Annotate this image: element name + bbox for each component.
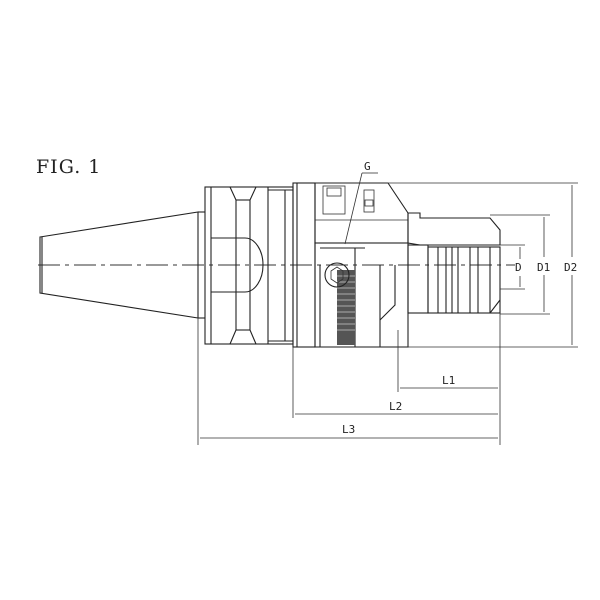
figure-label: FIG. 1 [36, 156, 102, 178]
dimension-l2: L2 [292, 347, 498, 418]
dimension-d2: D2 [315, 182, 578, 348]
dim-d-label: D [515, 261, 522, 274]
dim-l1-label: L1 [442, 374, 455, 387]
main-body [292, 182, 409, 348]
dim-d2-label: D2 [564, 261, 577, 274]
dimension-l3: L3 [197, 318, 498, 445]
dimension-d: D [500, 244, 525, 290]
collet-nut [407, 212, 501, 314]
dimension-d1: D1 [490, 214, 550, 315]
flange [198, 186, 294, 345]
dim-l3-label: L3 [342, 423, 355, 436]
dim-d1-label: D1 [537, 261, 550, 274]
callout-g-label: G [364, 160, 371, 173]
knurled-ring [324, 262, 355, 345]
callout-g: G [344, 160, 378, 245]
dim-l2-label: L2 [389, 400, 402, 413]
dimension-l1: L1 [397, 330, 498, 392]
